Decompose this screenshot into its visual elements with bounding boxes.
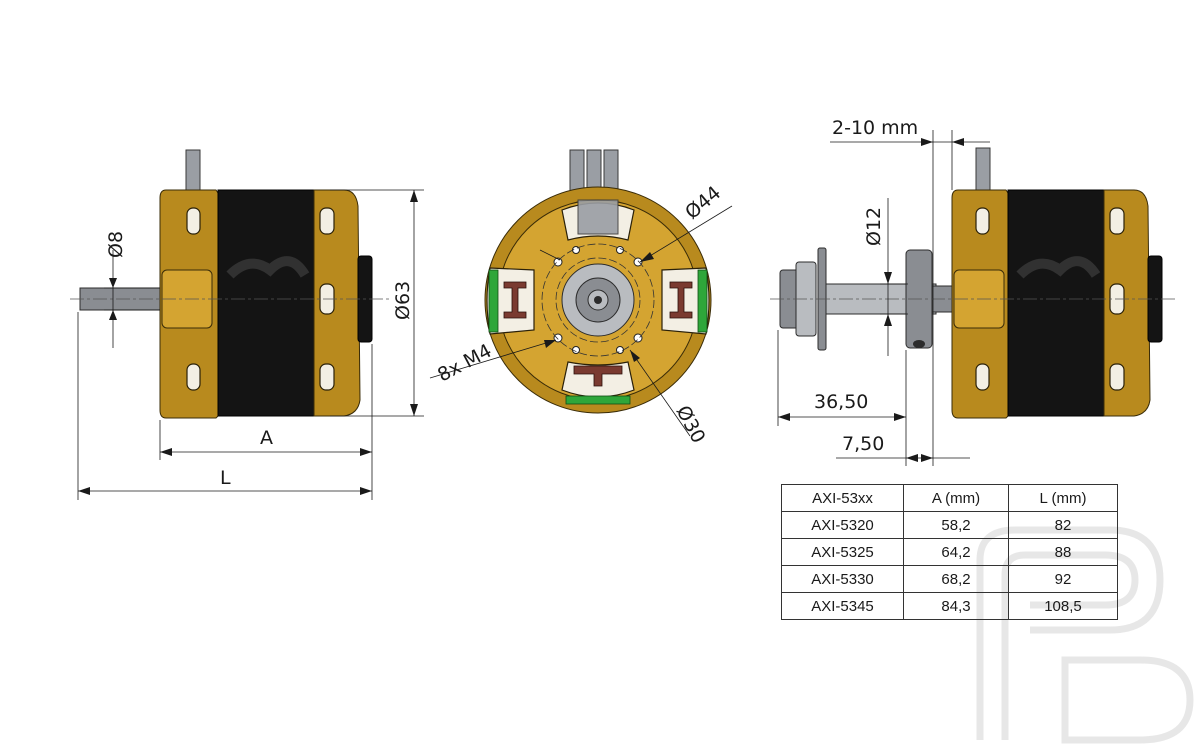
- front-vent-slot: [186, 363, 201, 391]
- stator-housing: [1007, 189, 1107, 417]
- table-cell: AXI-5325: [781, 538, 904, 566]
- table-row: AXI-5330 68,2 92: [781, 565, 1118, 593]
- length-l-label: L: [220, 467, 231, 489]
- table-cell: 92: [1008, 565, 1118, 593]
- adapter-view-motor: [770, 147, 1175, 419]
- bolt-circle-inner-label: Ø30: [672, 402, 710, 447]
- table-header: L (mm): [1008, 484, 1118, 512]
- side-view-dimensions: Ø8 Ø63 A L: [77, 189, 424, 500]
- rear-vent-slot: [319, 207, 335, 235]
- table-cell: 108,5: [1008, 592, 1118, 620]
- table-cell: AXI-5330: [781, 565, 904, 593]
- adapter-view-dimensions: 2-10 mm Ø12 36,50 7,50: [777, 117, 990, 466]
- table-row: AXI-5320 58,2 82: [781, 511, 1118, 539]
- rear-bell: [313, 189, 361, 417]
- table-cell: 82: [1008, 511, 1118, 539]
- front-vent-slot: [186, 207, 201, 235]
- shaft-diameter-label: Ø8: [105, 231, 127, 258]
- coil-window-right: [661, 267, 710, 335]
- table-cell: 84,3: [903, 592, 1009, 620]
- side-view-motor: [70, 149, 392, 419]
- spec-table: AXI-53xx A (mm) L (mm) AXI-5320 58,2 82 …: [781, 484, 1118, 620]
- table-header: AXI-53xx: [781, 484, 904, 512]
- spacing-label: 2-10 mm: [832, 117, 918, 139]
- coil-window-bottom: [561, 361, 635, 405]
- length-a-label: A: [260, 427, 273, 449]
- coil-window-top: [561, 199, 635, 241]
- adapter-length-label: 36,50: [814, 391, 868, 413]
- mount-holes-label: 8x M4: [434, 340, 495, 387]
- body-diameter-label: Ø63: [392, 281, 414, 320]
- table-header-row: AXI-53xx A (mm) L (mm): [781, 484, 1118, 512]
- table-row: AXI-5345 84,3 108,5: [781, 592, 1118, 620]
- coil-window-left: [486, 267, 535, 335]
- table-cell: AXI-5320: [781, 511, 904, 539]
- table-cell: 64,2: [903, 538, 1009, 566]
- table-row: AXI-5325 64,2 88: [781, 538, 1118, 566]
- prop-shaft-diameter-label: Ø12: [863, 207, 885, 246]
- table-cell: 68,2: [903, 565, 1009, 593]
- table-cell: 58,2: [903, 511, 1009, 539]
- rear-bell: [1103, 189, 1151, 417]
- rear-vent-slot: [319, 363, 335, 391]
- stator-housing: [217, 189, 317, 417]
- offset-label: 7,50: [842, 433, 884, 455]
- front-view-motor: [484, 149, 712, 414]
- table-header: A (mm): [903, 484, 1009, 512]
- bolt-circle-outer-label: Ø44: [681, 182, 725, 224]
- table-cell: 88: [1008, 538, 1118, 566]
- table-cell: AXI-5345: [781, 592, 904, 620]
